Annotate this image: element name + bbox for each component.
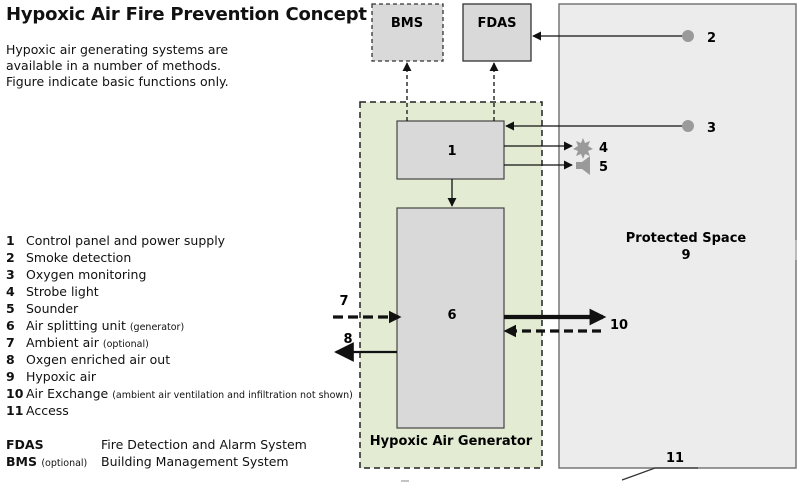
- abbreviation-item: FDAS Fire Detection and Alarm System: [6, 436, 307, 453]
- legend-number: 11: [6, 403, 24, 418]
- legend-number: 1: [6, 233, 15, 248]
- legend-item: 4 Strobe light: [6, 283, 353, 300]
- legend-item: 1 Control panel and power supply: [6, 232, 353, 249]
- intro-line: available in a number of methods.: [6, 58, 221, 73]
- access-number: 11: [666, 451, 684, 466]
- legend-number: 4: [6, 284, 15, 299]
- protected-space: [558, 3, 797, 469]
- air-exchange-number: 10: [610, 318, 628, 333]
- legend-label: Control panel and power supply: [26, 233, 226, 248]
- intro-line: Figure indicate basic functions only.: [6, 74, 229, 89]
- legend-label: Ambient air: [26, 335, 99, 350]
- legend-label: Oxygen monitoring: [26, 267, 147, 282]
- sounder-number: 5: [599, 160, 608, 175]
- legend-item: 9 Hypoxic air: [6, 368, 353, 385]
- legend-item: 6 Air splitting unit (generator): [6, 317, 353, 334]
- intro-line: Hypoxic air generating systems are: [6, 42, 229, 57]
- fdas-label: FDAS: [477, 16, 516, 31]
- legend-note: (optional): [102, 339, 149, 350]
- legend-number: 9: [6, 369, 15, 384]
- abbreviation-item: BMS (optional)Building Management System: [6, 453, 307, 470]
- smoke-detector-icon: [682, 30, 694, 42]
- page-title: Hypoxic Air Fire Prevention Concept: [6, 4, 367, 25]
- smoke-number: 2: [707, 31, 716, 46]
- control-panel-number: 1: [447, 144, 456, 159]
- bms-box: [371, 3, 444, 62]
- fdas-box: [462, 3, 532, 62]
- access-door: [621, 467, 698, 481]
- enriched-air-number: 8: [343, 332, 352, 347]
- abbreviation-key-text: FDAS: [6, 437, 44, 452]
- legend-number: 2: [6, 250, 15, 265]
- protected-space-number: 9: [681, 248, 690, 263]
- oxygen-sensor-icon: [682, 120, 694, 132]
- strobe-light-icon: [573, 138, 593, 159]
- control-panel-box: [396, 120, 505, 180]
- legend-label: Oxgen enriched air out: [26, 352, 171, 367]
- legend-number: 7: [6, 335, 15, 350]
- protected-space-label: Protected Space: [626, 231, 747, 246]
- oxygen-number: 3: [707, 121, 716, 136]
- legend-number: 8: [6, 352, 15, 367]
- legend-item: 5 Sounder: [6, 300, 353, 317]
- legend-item: 2 Smoke detection: [6, 249, 353, 266]
- ambient-air-number: 7: [339, 294, 348, 309]
- legend-number: 6: [6, 318, 15, 333]
- legend-note: (generator): [129, 322, 185, 333]
- abbreviation-meaning: Building Management System: [101, 454, 289, 469]
- legend-label: Air Exchange: [26, 386, 109, 401]
- legend-number: 5: [6, 301, 15, 316]
- strobe-number: 4: [599, 141, 608, 156]
- abbreviation-key-text: BMS: [6, 454, 37, 469]
- legend-label: Air splitting unit: [26, 318, 126, 333]
- generator-label: Hypoxic Air Generator: [370, 434, 533, 449]
- sounder-icon: [576, 156, 590, 175]
- abbreviation-meaning: Fire Detection and Alarm System: [101, 437, 307, 452]
- legend: 1 Control panel and power supply 2 Smoke de…: [6, 232, 353, 419]
- legend-number: 3: [6, 267, 15, 282]
- legend-label: Strobe light: [26, 284, 99, 299]
- legend-note: (ambient air ventilation and infiltratio…: [112, 390, 353, 401]
- legend-label: Sounder: [26, 301, 79, 316]
- legend-label: Hypoxic air: [26, 369, 96, 384]
- legend-item: 8 Oxgen enriched air out: [6, 351, 353, 368]
- abbreviation-key: BMS (optional): [6, 453, 101, 472]
- legend-number: 10: [6, 386, 24, 401]
- intro-text: Hypoxic air generating systems are avail…: [6, 42, 266, 90]
- legend-label: Smoke detection: [26, 250, 132, 265]
- bms-label: BMS: [391, 16, 423, 31]
- abbreviation-key-note: (optional): [41, 458, 88, 469]
- legend-item: 7 Ambient air (optional): [6, 334, 353, 351]
- air-splitting-unit-number: 6: [447, 308, 456, 323]
- legend-label: Access: [26, 403, 69, 418]
- abbreviation-key: FDAS: [6, 436, 101, 453]
- legend-item: 3 Oxygen monitoring: [6, 266, 353, 283]
